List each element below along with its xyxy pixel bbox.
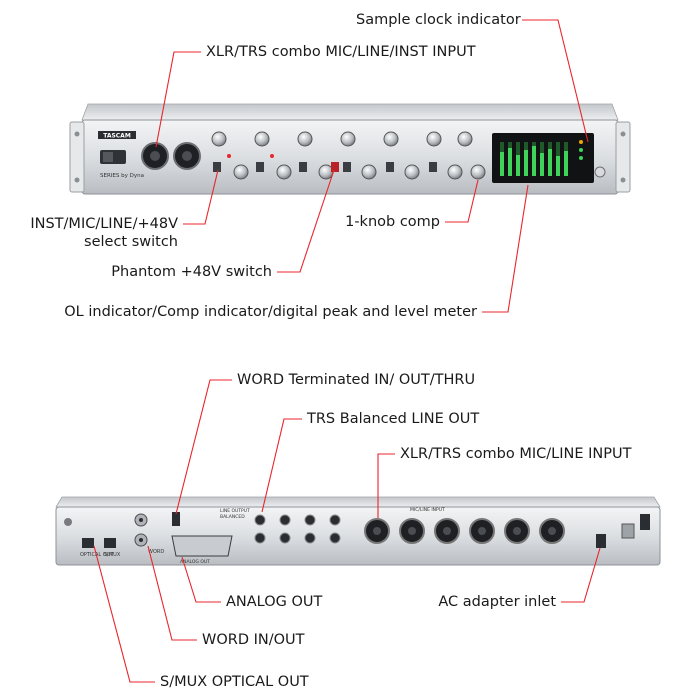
sample-clock-led bbox=[579, 140, 583, 144]
balanced-text: BALANCED bbox=[220, 514, 245, 520]
brand-text: TASCAM bbox=[103, 133, 131, 140]
label-select-switch-line2: select switch bbox=[84, 234, 178, 250]
rear-panel-device: OPTICAL OUT S/MUX WORD ANALOG OUT LINE O… bbox=[55, 496, 661, 566]
leader-lines bbox=[93, 19, 601, 683]
optical-out-port[interactable] bbox=[82, 538, 94, 548]
channel-strips bbox=[211, 131, 486, 180]
label-combo-input-front: XLR/TRS combo MIC/LINE/INST INPUT bbox=[206, 44, 476, 60]
one-knob-comp[interactable] bbox=[470, 164, 486, 180]
label-knob-comp: 1-knob comp bbox=[345, 214, 440, 230]
label-word-term: WORD Terminated IN/ OUT/THRU bbox=[237, 372, 476, 388]
phantom-switch[interactable] bbox=[331, 162, 339, 172]
label-select-switch-line1: INST/MIC/LINE/+48V bbox=[30, 216, 178, 232]
tascam-logo bbox=[98, 131, 136, 139]
label-trs-out: TRS Balanced LINE OUT bbox=[307, 411, 480, 427]
mic-line-input-text: MIC/LINE INPUT bbox=[410, 507, 445, 513]
label-ac-inlet: AC adapter inlet bbox=[438, 594, 556, 610]
label-combo-input-rear: XLR/TRS combo MIC/LINE INPUT bbox=[400, 446, 632, 462]
rear-combo-inputs[interactable] bbox=[364, 518, 565, 544]
analog-out-dsub[interactable] bbox=[171, 535, 233, 557]
front-panel-device: TASCAM SERIES by Dyna bbox=[69, 103, 631, 195]
model-text: SERIES by Dyna bbox=[100, 173, 144, 179]
trs-line-out-jacks[interactable] bbox=[254, 514, 341, 544]
word-term-switch[interactable] bbox=[172, 512, 180, 526]
smux-text: S/MUX bbox=[104, 552, 121, 558]
label-sample-clock: Sample clock indicator bbox=[356, 12, 521, 28]
label-word-io: WORD IN/OUT bbox=[202, 632, 305, 648]
label-meter: OL indicator/Comp indicator/digital peak… bbox=[64, 304, 477, 320]
optical-out-text: OPTICAL OUT bbox=[80, 552, 114, 558]
select-switch[interactable] bbox=[213, 162, 221, 172]
smux-port[interactable] bbox=[104, 538, 116, 548]
level-meter-bars bbox=[500, 140, 583, 176]
line-output-text: LINE OUTPUT bbox=[220, 508, 250, 514]
word-text: WORD bbox=[148, 549, 164, 555]
ac-adapter-inlet[interactable] bbox=[596, 534, 606, 548]
analog-out-panel-text: ANALOG OUT bbox=[180, 559, 210, 565]
label-select-switch: INST/MIC/LINE/+48V select switch bbox=[22, 215, 178, 251]
label-smux-out: S/MUX OPTICAL OUT bbox=[160, 674, 309, 690]
label-phantom: Phantom +48V switch bbox=[111, 264, 272, 280]
label-analog-out: ANALOG OUT bbox=[226, 594, 323, 610]
